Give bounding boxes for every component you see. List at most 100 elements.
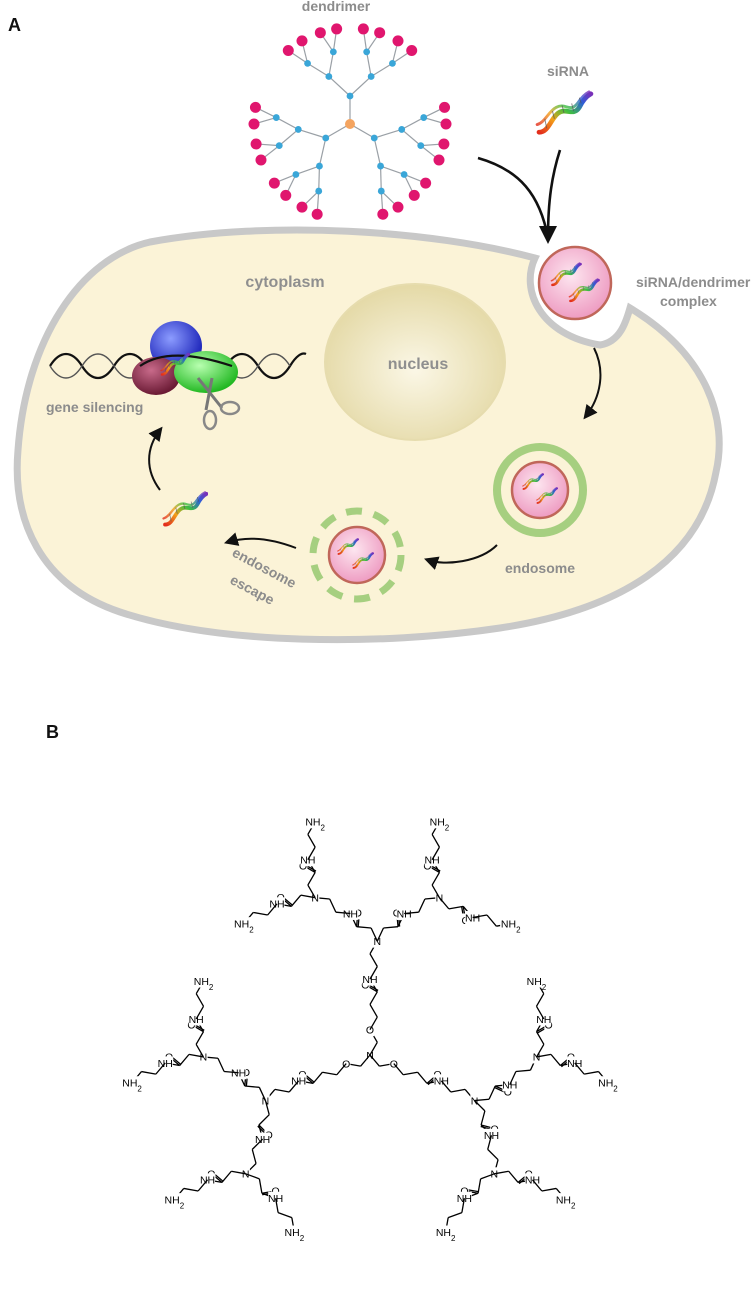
- amine-group: NH2: [234, 918, 254, 934]
- core-arm-bond: [369, 1016, 378, 1031]
- amide-nh: NH: [362, 974, 377, 986]
- terminal-arm-bond: [290, 894, 302, 907]
- atom-label-bg: [525, 974, 548, 988]
- branch-node: [417, 142, 425, 150]
- dendrimer-bond: [349, 76, 372, 97]
- core-arm-bond: [393, 1063, 404, 1076]
- terminal-node: [420, 177, 432, 189]
- core-arm-bond: [369, 1054, 380, 1067]
- branch-node: [363, 48, 371, 56]
- terminal-arm-bond: [245, 1173, 260, 1180]
- nucleus-label: nucleus: [388, 356, 449, 373]
- arrow-escape-to-sirna: [223, 532, 297, 549]
- branch-node: [316, 162, 323, 170]
- atom-label-bg: [233, 917, 255, 931]
- amide-nh: NH: [189, 1014, 204, 1026]
- branch-node: [325, 73, 333, 80]
- nucleus: [324, 283, 506, 441]
- amide-nh: NH: [397, 908, 412, 920]
- core-arm-bond: [450, 1088, 466, 1093]
- dendrimer-bond: [275, 117, 299, 130]
- terminal-arm-bond: [541, 1187, 557, 1192]
- sirna-dendrimer-complex: [537, 245, 613, 321]
- dendrimer-bond: [401, 128, 422, 147]
- terminal-node: [296, 201, 308, 213]
- core-arm-bond: [360, 1054, 371, 1067]
- terminal-arm-bond: [300, 894, 316, 899]
- dendrimer-bond: [318, 137, 327, 167]
- inner-arm-bond: [224, 1070, 239, 1074]
- terminal-node: [314, 27, 326, 39]
- atom-label-bg: [271, 1184, 280, 1198]
- inner-arm-bond: [474, 1098, 490, 1102]
- terminal-arm-bond: [188, 1053, 204, 1058]
- terminal-arm-bond: [477, 1178, 482, 1194]
- inner-arm-bond: [480, 1110, 486, 1126]
- branch-node: [272, 114, 280, 121]
- oxygen-atom: O: [361, 980, 369, 992]
- panel-b-label: B: [46, 722, 59, 742]
- terminal-arm-bond: [472, 914, 488, 919]
- atom-label-bg: [283, 1225, 305, 1239]
- dendrimer-bond: [366, 51, 372, 77]
- oxygen-atom: O: [423, 860, 431, 872]
- core-arm-bond: [274, 1088, 290, 1093]
- protein-green: [174, 351, 238, 393]
- dendrimer-bond: [298, 128, 326, 139]
- terminal-node: [374, 27, 386, 39]
- terminal-arm-bond: [307, 846, 316, 861]
- core-arm-bond: [336, 1063, 347, 1076]
- atom-label-bg: [304, 815, 326, 829]
- branch-node: [367, 73, 375, 80]
- terminal-arm-bond: [307, 872, 316, 886]
- terminal-arm-bond: [494, 1170, 509, 1175]
- atom-label-bg: [500, 917, 522, 931]
- terminal-arm-bond: [179, 1053, 190, 1066]
- mrna-strand-right: [225, 352, 307, 380]
- terminal-node: [331, 23, 343, 35]
- terminal-arm-bond: [431, 872, 441, 886]
- amide-nh: O: [366, 1025, 374, 1037]
- branch-node: [346, 92, 354, 100]
- branch-node: [420, 114, 428, 121]
- inner-arm-bond: [376, 927, 385, 942]
- tertiary-nitrogen: N: [374, 936, 382, 948]
- arrow-dendrimer-to-complex: [477, 156, 550, 239]
- amine-group: NH2: [501, 918, 521, 934]
- amine-group: NH2: [165, 1194, 185, 1210]
- core-arm-bond: [369, 953, 378, 967]
- branch-node: [322, 134, 330, 142]
- core-arm-bond: [403, 1071, 418, 1076]
- gene-silencing-label: gene silencing: [46, 399, 143, 415]
- terminal-node: [357, 23, 369, 35]
- terminal-arm-bond: [195, 1031, 205, 1045]
- panel-a-label: A: [8, 15, 21, 35]
- arrow-head-to-complex: [539, 226, 557, 244]
- terminal-arm-bond: [183, 1187, 199, 1192]
- atom-label-bg: [396, 906, 412, 920]
- atom-label-bg: [389, 1057, 398, 1071]
- arrow-endosome-to-escape: [424, 544, 498, 570]
- core-arm-bond: [322, 1071, 337, 1076]
- dendrimer-bond: [307, 62, 330, 78]
- branch-node: [389, 59, 396, 67]
- inner-arm-bond: [487, 1135, 493, 1150]
- terminal-arm-bond: [574, 1062, 585, 1075]
- branch-node: [398, 126, 406, 133]
- terminal-node: [255, 154, 267, 166]
- terminal-node: [280, 189, 292, 201]
- branch-node: [304, 59, 311, 67]
- atom-label-bg: [435, 1225, 457, 1239]
- broken-endosome: [309, 507, 405, 603]
- atom-label-bg: [121, 1076, 143, 1090]
- inner-arm-bond: [251, 1149, 257, 1164]
- amide-nh: NH: [465, 912, 480, 924]
- core-arm-bond: [369, 1004, 378, 1018]
- terminal-arm-bond: [155, 1062, 166, 1075]
- terminal-arm-bond: [461, 1198, 466, 1213]
- terminal-node: [250, 138, 262, 150]
- risc-complex: [49, 321, 307, 431]
- terminal-node: [248, 118, 260, 130]
- arrow-sirna-to-silencing: [148, 426, 163, 491]
